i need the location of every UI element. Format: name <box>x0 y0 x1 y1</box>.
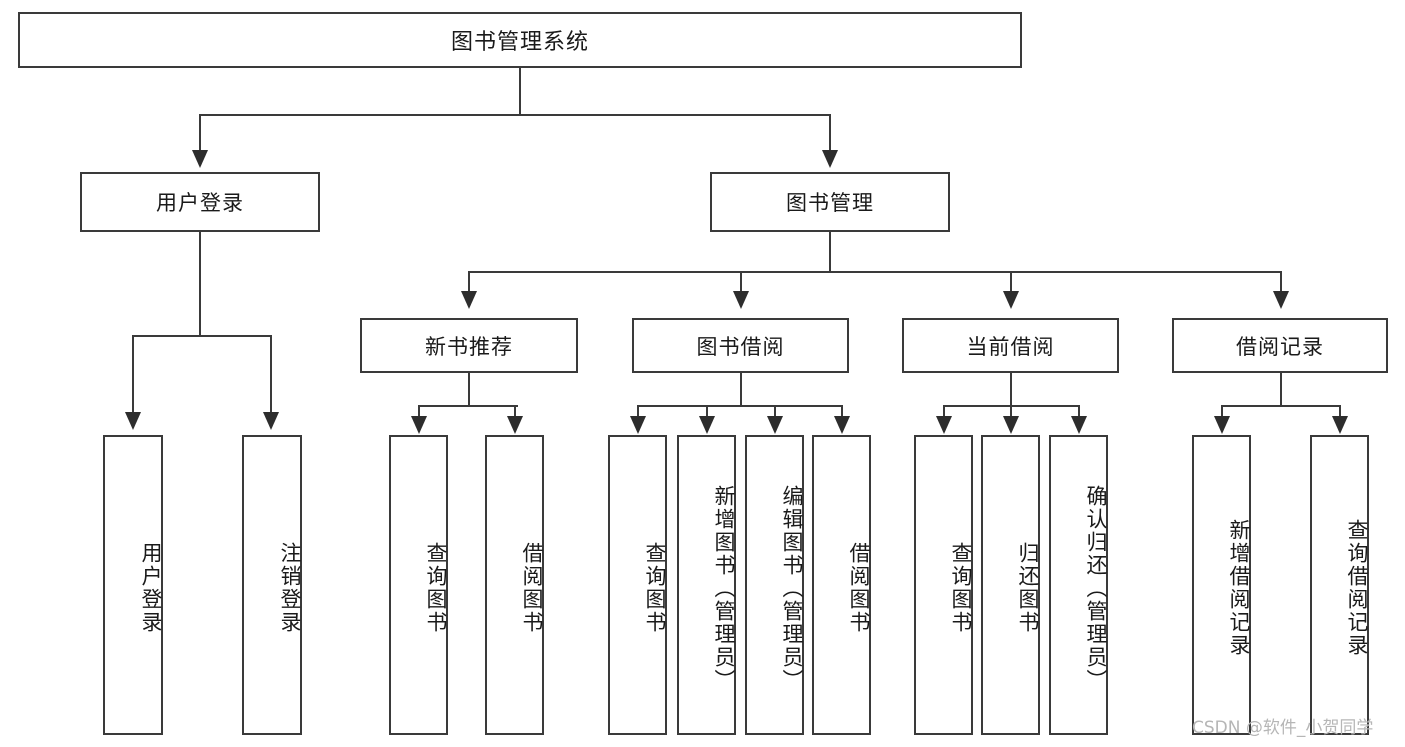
connector-cb-drop-3 <box>1078 405 1080 419</box>
leaf-query-borrow-record[interactable]: 查询借阅记录 <box>1310 435 1369 735</box>
connector-book-management-trunk <box>829 232 831 272</box>
arrow-bb-leaf-3 <box>767 416 783 434</box>
csdn-watermark: CSDN @软件_小贺同学 <box>1192 718 1374 738</box>
arrow-cb-leaf-3 <box>1071 416 1087 434</box>
leaf-query-books-current[interactable]: 查询图书 <box>914 435 973 735</box>
node-user-login[interactable]: 用户登录 <box>80 172 320 232</box>
leaf-user-login[interactable]: 用户登录 <box>103 435 163 735</box>
node-borrow-records[interactable]: 借阅记录 <box>1172 318 1388 373</box>
connector-root-bus <box>199 114 831 116</box>
connector-nbr-drop-2 <box>514 405 516 419</box>
connector-bm-drop-2 <box>740 271 742 293</box>
arrow-to-book-borrow <box>733 291 749 309</box>
connector-br-drop-2 <box>1339 405 1341 419</box>
connector-bb-drop-3 <box>774 405 776 419</box>
node-new-book-recommend[interactable]: 新书推荐 <box>360 318 578 373</box>
leaf-borrow-books-recommend[interactable]: 借阅图书 <box>485 435 544 735</box>
connector-nbr-bus <box>418 405 518 407</box>
leaf-logout[interactable]: 注销登录 <box>242 435 302 735</box>
connector-bm-drop-4 <box>1280 271 1282 293</box>
node-book-management[interactable]: 图书管理 <box>710 172 950 232</box>
node-book-borrow[interactable]: 图书借阅 <box>632 318 849 373</box>
connector-root-trunk <box>519 68 521 115</box>
arrow-br-leaf-1 <box>1214 416 1230 434</box>
leaf-borrow-books[interactable]: 借阅图书 <box>812 435 871 735</box>
leaf-confirm-return-admin[interactable]: 确认归还（管理员） <box>1049 435 1108 735</box>
arrow-cb-leaf-1 <box>936 416 952 434</box>
leaf-add-borrow-record[interactable]: 新增借阅记录 <box>1192 435 1251 735</box>
arrow-cb-leaf-2 <box>1003 416 1019 434</box>
connector-bb-drop-4 <box>841 405 843 419</box>
connector-cb-drop-1 <box>943 405 945 419</box>
arrow-to-current-borrow <box>1003 291 1019 309</box>
connector-cb-trunk <box>1010 373 1012 407</box>
node-current-borrow[interactable]: 当前借阅 <box>902 318 1119 373</box>
connector-br-trunk <box>1280 373 1282 407</box>
node-root-system[interactable]: 图书管理系统 <box>18 12 1022 68</box>
connector-root-drop-right <box>829 114 831 152</box>
arrow-to-borrow-records <box>1273 291 1289 309</box>
arrow-to-user-login <box>192 150 208 168</box>
connector-br-drop-1 <box>1221 405 1223 419</box>
arrow-bb-leaf-4 <box>834 416 850 434</box>
connector-bb-trunk <box>740 373 742 407</box>
leaf-return-books[interactable]: 归还图书 <box>981 435 1040 735</box>
arrow-bb-leaf-1 <box>630 416 646 434</box>
arrow-to-leaf-logout <box>263 412 279 430</box>
arrow-nbr-leaf-1 <box>411 416 427 434</box>
connector-bm-drop-3 <box>1010 271 1012 293</box>
connector-user-login-drop-2 <box>270 335 272 415</box>
connector-user-login-bus <box>132 335 270 337</box>
leaf-query-books-borrow[interactable]: 查询图书 <box>608 435 667 735</box>
arrow-to-book-management <box>822 150 838 168</box>
arrow-br-leaf-2 <box>1332 416 1348 434</box>
connector-nbr-trunk <box>468 373 470 407</box>
connector-bb-bus <box>637 405 843 407</box>
connector-bm-drop-1 <box>468 271 470 293</box>
arrow-to-new-book-recommend <box>461 291 477 309</box>
connector-book-management-bus <box>468 271 1280 273</box>
connector-root-drop-left <box>199 114 201 152</box>
arrow-bb-leaf-2 <box>699 416 715 434</box>
connector-cb-drop-2 <box>1010 405 1012 419</box>
connector-bb-drop-2 <box>706 405 708 419</box>
arrow-to-leaf-user-login <box>125 412 141 430</box>
leaf-add-book-admin[interactable]: 新增图书（管理员） <box>677 435 736 735</box>
connector-user-login-drop-1 <box>132 335 134 415</box>
connector-nbr-drop-1 <box>418 405 420 419</box>
arrow-nbr-leaf-2 <box>507 416 523 434</box>
leaf-edit-book-admin[interactable]: 编辑图书（管理员） <box>745 435 804 735</box>
leaf-query-books-recommend[interactable]: 查询图书 <box>389 435 448 735</box>
connector-br-bus <box>1221 405 1339 407</box>
connector-bb-drop-1 <box>637 405 639 419</box>
connector-user-login-trunk <box>199 232 201 336</box>
